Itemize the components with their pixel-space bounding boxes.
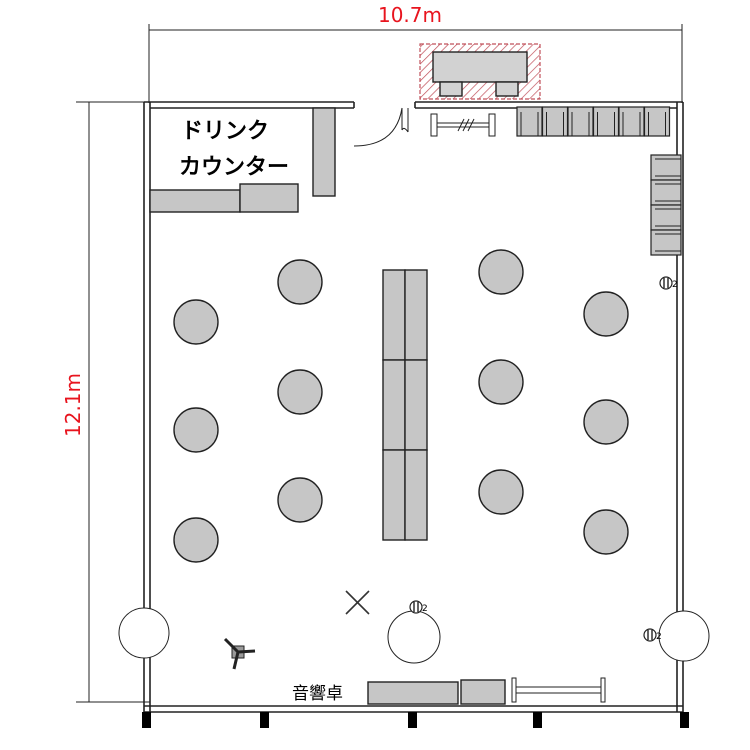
- round-table: [173, 517, 219, 563]
- speaker-icon: 2: [659, 276, 678, 290]
- long-table-segment: [404, 269, 428, 361]
- round-table: [173, 407, 219, 453]
- round-table: [277, 259, 323, 305]
- speaker-icon: 2: [409, 600, 428, 614]
- speaker-label: 2: [656, 632, 662, 642]
- height-dimension: 12.1m: [61, 101, 150, 703]
- round-table: [478, 249, 524, 295]
- round-table: [277, 369, 323, 415]
- width-dimension: 10.7m: [148, 3, 683, 103]
- speaker-label: 2: [422, 604, 428, 614]
- round-tables: [173, 249, 629, 563]
- drink-counter: ドリンク カウンター: [149, 107, 336, 213]
- speaker-icon: 2: [643, 628, 662, 642]
- hatched-stage-area: [419, 43, 541, 100]
- center-round-platform: [387, 610, 441, 664]
- floor-mark: [142, 712, 151, 728]
- long-center-table: [382, 269, 428, 541]
- chairs-right-column: [650, 154, 682, 256]
- floor-mark: [260, 712, 269, 728]
- long-table-segment: [382, 359, 406, 451]
- round-table: [583, 399, 629, 445]
- sound-console-label: 音響卓: [292, 684, 343, 704]
- drink-counter-label-line2: カウンター: [179, 155, 289, 180]
- round-table: [277, 477, 323, 523]
- round-table: [478, 359, 524, 405]
- drink-counter-label-line1: ドリンク: [181, 119, 269, 144]
- pillar-left: [118, 607, 170, 659]
- long-table-segment: [382, 269, 406, 361]
- chairs-top-row: [516, 106, 671, 137]
- long-table-segment: [404, 359, 428, 451]
- pillar-right: [658, 610, 710, 662]
- long-table-segment: [382, 449, 406, 541]
- door-swing-icon: [353, 107, 409, 147]
- long-table-segment: [404, 449, 428, 541]
- floor-mark: [533, 712, 542, 728]
- equipment-rack: [430, 113, 496, 137]
- tripod-light-icon: [223, 637, 256, 670]
- sound-console: 音響卓: [292, 677, 606, 705]
- height-label: 12.1m: [61, 373, 85, 437]
- floor-marks: [142, 712, 689, 728]
- round-table: [583, 291, 629, 337]
- floor-mark: [680, 712, 689, 728]
- round-table: [173, 299, 219, 345]
- floor-mark: [408, 712, 417, 728]
- width-label: 10.7m: [378, 3, 442, 27]
- round-table: [583, 509, 629, 555]
- x-mark-icon: [345, 590, 370, 615]
- round-table: [478, 469, 524, 515]
- speaker-label: 2: [672, 280, 678, 290]
